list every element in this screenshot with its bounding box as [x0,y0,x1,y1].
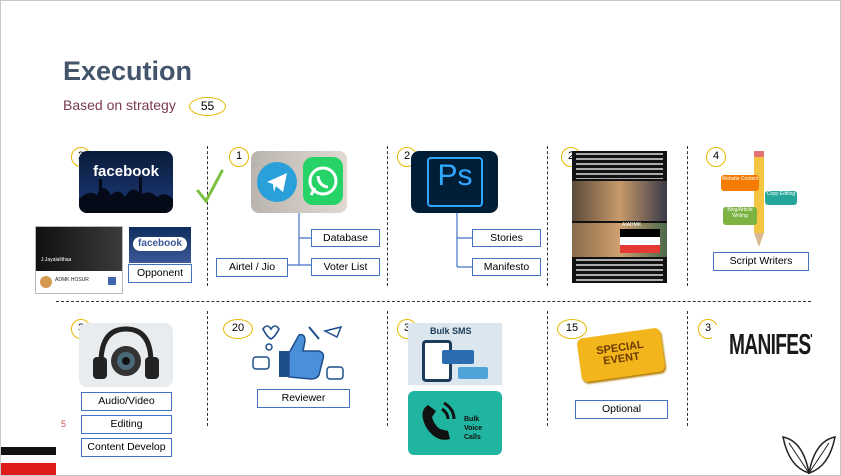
headphones-icon [93,326,159,379]
manifesto-logo-text: MANIFESTO [729,329,812,361]
writers-count-badge: 4 [706,147,726,167]
tag-copy-editing: Copy Editing [765,191,797,205]
headphones-camera-image [79,323,173,387]
content-develop-label: Content Develop [81,438,172,457]
content-writing-image: Website Content Copy Editing Blog/Articl… [721,151,801,247]
manifesto-logo-image: MANIFESTO [712,325,812,377]
whatsapp-icon [303,157,343,205]
checkmark-icon [196,169,224,210]
optional-label: Optional [575,400,668,419]
column-divider [687,311,688,426]
flow-connector [283,213,311,266]
phone-handset-icon [422,401,456,440]
page-name: J.Jayalalithaa [41,257,72,263]
bulk-voice-calls-text: Bulk Voice Calls [464,416,483,441]
meme-photo-top [572,181,667,221]
airtel-jio-label: Airtel / Jio [216,258,288,277]
crowd-silhouette-icon [79,177,173,213]
database-label: Database [311,229,380,247]
column-divider [207,311,208,426]
meme-caption-top [576,153,663,179]
special-event-ticket-image: SPECIAL EVENT [573,327,669,383]
tag-website-content: Website Content [721,175,759,191]
editing-label: Editing [81,415,172,434]
chat-bubble-icon [458,367,488,379]
opponent-label: Opponent [128,264,192,283]
bulk-sms-text: Bulk SMS [430,326,472,336]
event-count-badge: 15 [557,319,587,339]
column-divider [387,146,388,286]
bulk-voice-calls-image: Bulk Voice Calls [408,391,502,455]
mini-logo-text: facebook [138,238,182,249]
stories-label: Stories [472,229,541,247]
slide-subtitle: Based on strategy [63,97,176,113]
photoshop-logo-image: Ps [411,151,498,213]
pencil-icon [754,151,764,247]
messengers-count-badge: 1 [229,147,249,167]
page-number: 5 [61,419,67,429]
reviewer-label: Reviewer [257,389,350,408]
special-event-text: SPECIAL EVENT [595,338,645,368]
flag-stripe-white [1,455,56,463]
audio-video-label: Audio/Video [81,392,172,411]
facebook-logo-image: facebook [79,151,173,213]
slide-title: Execution [63,56,193,86]
column-divider [387,311,388,426]
thumbs-up-icon [252,325,344,380]
column-divider [687,146,688,286]
column-divider [547,311,548,426]
telegram-icon [257,162,297,202]
chat-bubble-icon [442,350,474,364]
facebook-logo-text: facebook [93,163,159,180]
tag-blog-writing: Blog/Article Writing [723,207,757,225]
thumbs-up-image [249,323,349,387]
column-divider [547,146,548,286]
voter-list-label: Voter List [311,258,380,276]
row-divider [56,301,811,302]
total-count-badge: 55 [189,97,226,116]
photoshop-logo-text: Ps [437,159,473,192]
meme-caption-bottom [576,259,663,281]
messenger-apps-image [251,151,347,213]
facebook-mini-logo-image: facebook [129,227,191,263]
party-flag [620,229,660,253]
facebook-page-screenshot: J.Jayalalithaa ADMK HOSUR [35,226,123,294]
party-label: AIADMK [622,222,642,228]
flag-stripe-black [1,447,56,455]
flag-stripe-red [1,463,56,475]
political-meme-image: AIADMK [572,151,667,283]
reviewer-count-badge: 20 [223,319,253,339]
manifesto-label: Manifesto [472,258,541,276]
avatar [40,276,52,288]
twin-leaves-icon [782,436,836,475]
ticket-icon: SPECIAL EVENT [576,327,666,383]
like-icon [108,277,116,285]
bulk-sms-image: Bulk SMS [408,323,502,385]
profile-name: ADMK HOSUR [55,277,89,283]
script-writers-label: Script Writers [713,252,809,271]
column-divider [207,146,208,286]
